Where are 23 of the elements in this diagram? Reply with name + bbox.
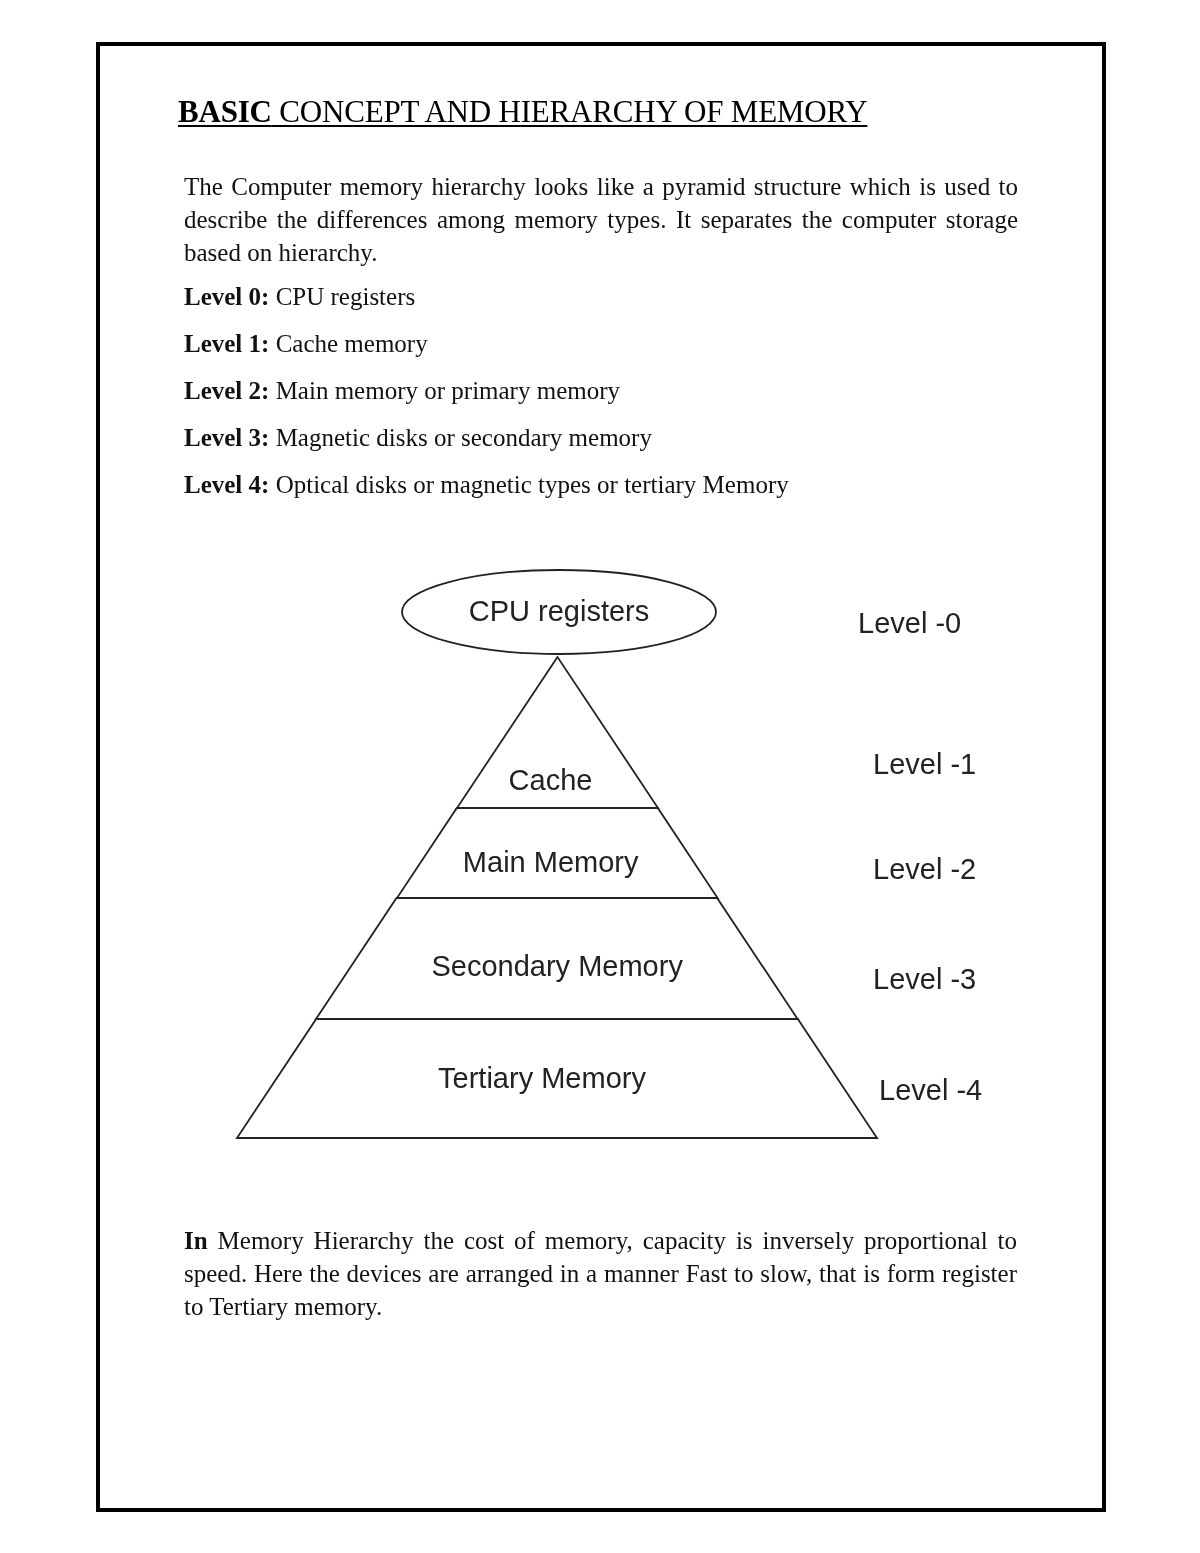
page-title: BASIC CONCEPT AND HIERARCHY OF MEMORY (178, 94, 868, 130)
level-label: Level -3 (873, 962, 977, 996)
pyramid-tier (396, 808, 718, 898)
tier-label: Tertiary Memory (438, 1061, 646, 1095)
level-label: Level -2 (873, 852, 977, 886)
level-label: Level -4 (879, 1073, 983, 1107)
level-label: Level -0 (858, 606, 962, 640)
ellipse-node (401, 569, 717, 655)
pyramid-tier (316, 898, 798, 1019)
node-label: CPU registers (468, 594, 650, 628)
level-definition: Level 4: Optical disks or magnetic types or tertiary Memory (184, 470, 789, 500)
level-definition: Level 0: CPU registers (184, 282, 416, 312)
level-definition: Level 3: Magnetic disks or secondary memory (184, 423, 652, 453)
paragraph: In Memory Hierarchy the cost of memory, capacity is inversely proportional to speed. Here the devices are arranged in a manner Fast to slow, that is form register to Tertiary memory. (184, 1226, 1017, 1322)
pyramid-tier (237, 1019, 877, 1138)
paragraph: The Computer memory hierarchy looks like a pyramid structure which is used to describe the differences among memory types. It separates the computer storage based on hierarchy. (184, 172, 1018, 268)
tier-label: Secondary Memory (431, 949, 683, 983)
pyramid-tier (456, 657, 658, 808)
level-definition: Level 1: Cache memory (184, 329, 428, 359)
level-label: Level -1 (873, 747, 977, 781)
tier-label: Main Memory (462, 845, 639, 879)
tier-label: Cache (508, 763, 593, 797)
level-definition: Level 2: Main memory or primary memory (184, 376, 620, 406)
